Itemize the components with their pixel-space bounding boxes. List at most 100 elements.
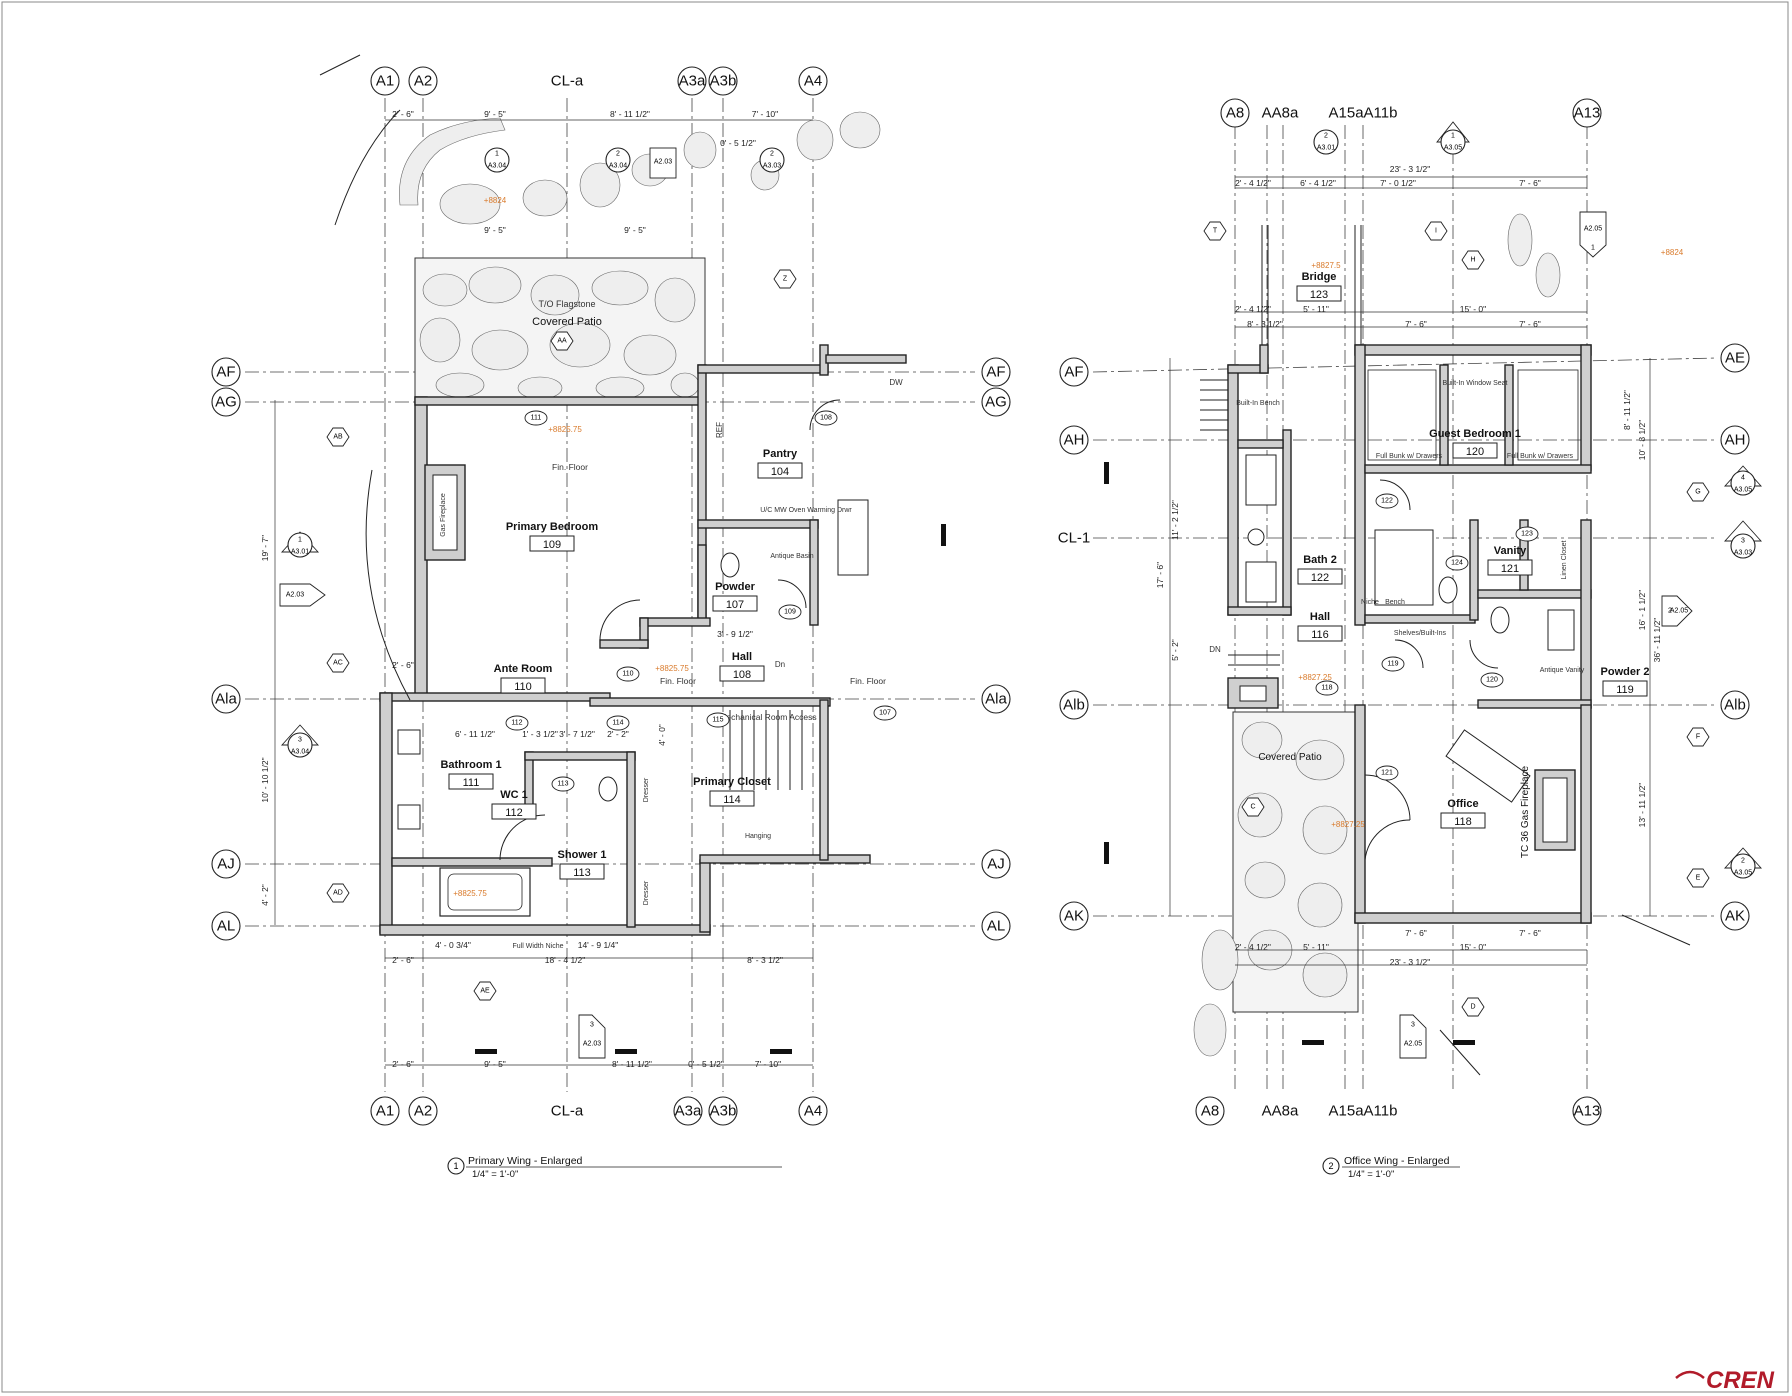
door-tag-113: 113 xyxy=(557,781,568,788)
section-num-1: 1 xyxy=(298,537,302,544)
label-dn: Dn xyxy=(775,660,785,669)
label-dresser-1: Dresser xyxy=(643,777,650,802)
label-elevation-d: +8824 xyxy=(484,196,507,205)
view-number-1: 1 xyxy=(453,1161,458,1171)
section2-ref-a301: A3.01 xyxy=(1317,145,1335,152)
room-name-primary-closet: Primary Closet xyxy=(693,776,771,788)
label-fireplace: TC 36 Gas Fireplace xyxy=(1520,765,1531,858)
label-antique-vanity: Antique Vanity xyxy=(1540,667,1585,674)
door-tag-111: 111 xyxy=(531,415,542,422)
door-tag-124: 124 xyxy=(1451,560,1463,567)
section2-ref-a305b: A3.05 xyxy=(1734,487,1752,494)
grid-lines-horizontal-2 xyxy=(1092,357,1718,917)
door-tag-122: 122 xyxy=(1381,498,1393,505)
view-title-1: Primary Wing - Enlarged xyxy=(468,1155,583,1167)
dim-top-4: 7' - 10" xyxy=(752,109,778,119)
room-name-powder-2: Powder 2 xyxy=(1601,666,1650,678)
room-number-111: 111 xyxy=(463,777,480,789)
room-number-116: 116 xyxy=(1311,629,1329,641)
tag-t: T xyxy=(1213,228,1218,235)
tag-h: H xyxy=(1470,257,1475,264)
dim-top-5: 0' - 5 1/2" xyxy=(720,138,756,148)
section-num-3b: 3 xyxy=(590,1022,594,1029)
room-name-bathroom-1: Bathroom 1 xyxy=(440,759,501,771)
section-ref-a203: A2.03 xyxy=(654,159,672,166)
grid-af-right: AF xyxy=(986,364,1005,381)
primary-door-tags: 111 108 109 110 112 113 114 115 107 xyxy=(505,410,897,792)
break-mark xyxy=(770,1049,792,1054)
tag-d: D xyxy=(1470,1004,1475,1011)
tag-z: Z xyxy=(783,276,788,283)
dim2-top-4: 7' - 0 1/2" xyxy=(1380,178,1416,188)
primary-grid-bubbles-side: AF AG Ala AJ AL AF AG Ala AJ AL xyxy=(211,357,1011,941)
office-grid-bubbles-bottom: A8 AA8a A15aA11b A13 xyxy=(1195,1096,1602,1126)
dim2-top-5: 7' - 6" xyxy=(1519,178,1541,188)
grid-cla-bottom: CL-a xyxy=(551,1103,584,1120)
grid-a1-bottom: A1 xyxy=(376,1103,394,1120)
grid-ag-right: AG xyxy=(985,394,1007,411)
grid2-cl1-left: CL-1 xyxy=(1058,530,1091,547)
section2-num-3b: 3 xyxy=(1411,1022,1415,1029)
label-elevation-a: +8825.75 xyxy=(548,425,582,434)
dim-in-2: 1' - 3 1/2" xyxy=(522,729,558,739)
door-tag-108: 108 xyxy=(820,415,832,422)
door-tag-109: 109 xyxy=(784,609,796,616)
dim-in-1: 6' - 11 1/2" xyxy=(455,729,495,739)
office-dimension-lines xyxy=(1169,176,1651,966)
office-hex-tags: T I H G F E C D xyxy=(1203,221,1710,1017)
dim2-bot-3: 15' - 0" xyxy=(1460,942,1486,952)
label-shelves: Shelves/Built-Ins xyxy=(1394,630,1447,637)
room-number-118: 118 xyxy=(1454,816,1472,828)
door-tag-112: 112 xyxy=(511,720,522,727)
tag-ae: AE xyxy=(480,988,490,995)
section2-ref-a305c: A3.05 xyxy=(1734,870,1752,877)
grid-a4-top: A4 xyxy=(804,73,822,90)
section2-num-2b: 2 xyxy=(1741,858,1745,865)
label-bench: Bench xyxy=(1385,599,1405,606)
grid-ala-left: Ala xyxy=(215,691,237,708)
view-scale-1: 1/4" = 1'-0" xyxy=(472,1169,518,1180)
label-hanging: Hanging xyxy=(745,833,771,840)
grid-a15a-a11b-bottom: A15aA11b xyxy=(1329,1103,1398,1120)
section-ref-a304c: A3.04 xyxy=(609,163,627,170)
room-number-112: 112 xyxy=(505,807,523,819)
room-number-104: 104 xyxy=(771,466,789,478)
dim2-right-4: 8' - 11 1/2" xyxy=(1622,390,1632,430)
grid-ag-left: AG xyxy=(215,394,237,411)
room-number-123: 123 xyxy=(1310,289,1328,301)
room-number-120: 120 xyxy=(1466,446,1484,458)
break-mark xyxy=(1104,842,1109,864)
grid-a1-top: A1 xyxy=(376,73,394,90)
grid2-alb-right: Alb xyxy=(1724,697,1746,714)
dim-bot-4: 0' - 5 1/2" xyxy=(688,1059,724,1069)
logo-text: CREN xyxy=(1706,1367,1775,1394)
label-elevation-2a: +8827.5 xyxy=(1311,261,1341,270)
label-fin-floor-3: Fin. Floor xyxy=(850,676,886,686)
dim-left-1: 19' - 7" xyxy=(260,535,270,561)
label-dn-2: DN xyxy=(1209,645,1221,654)
dim2-top-7: 5' - 11" xyxy=(1303,304,1329,314)
office-grid-bubbles-side: AF AH CL-1 Alb AK AE AH Alb AK xyxy=(1058,343,1750,931)
grid-al-right: AL xyxy=(987,918,1005,935)
room-name-office: Office xyxy=(1447,798,1478,810)
section-ref-a303: A3.03 xyxy=(763,163,781,170)
label-fin-floor-1: Fin. Floor xyxy=(552,462,588,472)
room-name-shower-1: Shower 1 xyxy=(558,849,607,861)
section-num-2a: 2 xyxy=(616,151,620,158)
label-bunk-b: Full Bunk w/ Drawers xyxy=(1507,453,1574,460)
office-patio-flagstone xyxy=(1193,213,1561,1057)
tag-f: F xyxy=(1696,734,1700,741)
primary-wing-walls xyxy=(365,344,907,936)
dim-bot-3: 8' - 11 1/2" xyxy=(612,1059,652,1069)
dim2-top-11: 7' - 6" xyxy=(1519,319,1541,329)
room-name-hall: Hall xyxy=(732,651,752,663)
dim-top-3: 8' - 11 1/2" xyxy=(610,109,650,119)
dim2-top-1: 23' - 3 1/2" xyxy=(1390,164,1431,174)
grid-a8-top: A8 xyxy=(1226,105,1244,122)
door-tag-110: 110 xyxy=(622,671,633,678)
label-elevation-b: +8825.75 xyxy=(655,664,689,673)
room-name-guest-bedroom-1: Guest Bedroom 1 xyxy=(1429,428,1521,440)
tag-g: G xyxy=(1695,489,1700,496)
room-number-108: 108 xyxy=(733,669,751,681)
